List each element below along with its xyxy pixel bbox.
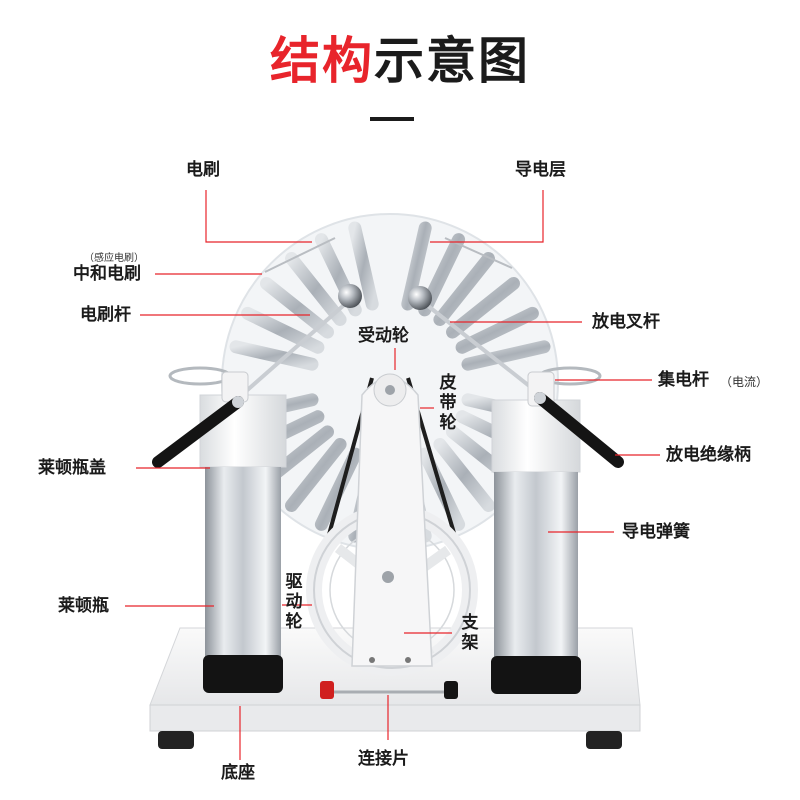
discharge-forks [234, 284, 544, 402]
terminals [320, 681, 458, 699]
label-conductive-spring: 导电弹簧 [622, 522, 690, 542]
label-base: 底座 [221, 763, 255, 783]
label-drive-wheel-char: 轮 [285, 612, 303, 632]
foil-sector [241, 306, 325, 354]
bracket [351, 373, 433, 667]
title-underline [370, 117, 414, 121]
foil-sector [433, 438, 495, 512]
label-discharge-fork-rod: 放电叉杆 [592, 312, 660, 332]
label-collector-rod: 集电杆 [658, 370, 709, 390]
foil-sector [433, 252, 495, 326]
foil-sector [461, 340, 551, 371]
label-induction-brush-note: （感应电刷） [84, 253, 144, 264]
foil-sector [229, 340, 319, 371]
foil-sector [260, 277, 334, 339]
label-brush: 电刷 [186, 160, 220, 180]
foil-sector [285, 438, 347, 512]
foil-sector [446, 277, 520, 339]
label-conductive-layer: 导电层 [515, 160, 566, 180]
label-bracket-char: 支 [461, 613, 479, 633]
page-title: 结构示意图 [0, 26, 800, 96]
label-leyden-cap: 莱顿瓶盖 [38, 458, 106, 478]
label-belt-wheel: 皮 带 轮 [438, 373, 458, 433]
title-black-part: 示意图 [374, 32, 530, 90]
label-belt-wheel-char: 带 [439, 393, 457, 413]
label-neutral-brush: 中和电刷 [73, 264, 141, 284]
label-connector: 连接片 [358, 749, 409, 769]
foil-sector [348, 221, 379, 311]
label-bracket-char: 架 [461, 633, 479, 653]
label-driven-wheel: 受动轮 [358, 326, 409, 346]
label-bracket: 支 架 [460, 613, 480, 653]
label-collector-note: （电流） [720, 375, 769, 389]
label-belt-wheel-char: 皮 [439, 373, 457, 393]
label-belt-wheel-char: 轮 [439, 413, 457, 433]
brush-rods [264, 237, 513, 273]
title-red-part: 结构 [270, 32, 374, 90]
label-drive-wheel: 驱 动 轮 [284, 572, 304, 632]
foil-sector [285, 252, 347, 326]
label-leyden-jar: 莱顿瓶 [58, 596, 109, 616]
label-brush-rod: 电刷杆 [80, 305, 131, 325]
left-leyden-jar [199, 371, 287, 693]
label-discharge-handle: 放电绝缘柄 [666, 445, 751, 465]
insulated-handles [152, 392, 624, 468]
callout-lines [125, 190, 660, 760]
label-drive-wheel-char: 动 [285, 592, 303, 612]
label-drive-wheel-char: 驱 [285, 572, 303, 592]
